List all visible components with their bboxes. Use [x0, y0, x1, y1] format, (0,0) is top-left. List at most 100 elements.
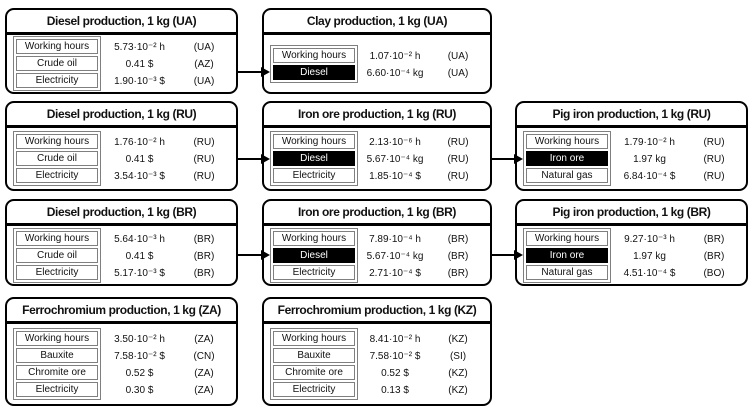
- input-flow-label: Working hours: [16, 134, 98, 149]
- flow-amount: 1.97 kg: [633, 154, 666, 165]
- process-box-title: Iron ore production, 1 kg (RU): [264, 103, 490, 128]
- input-flow-row: 7.58·10⁻² $(CN): [101, 348, 230, 365]
- process-box-pig-iron-ru[interactable]: Pig iron production, 1 kg (RU) Working h…: [515, 101, 748, 191]
- input-flow-label: Electricity: [16, 168, 98, 183]
- process-box-title: Diesel production, 1 kg (UA): [7, 10, 236, 35]
- flow-amount: 5.67·10⁻⁴ kg: [366, 154, 424, 165]
- process-box-title: Clay production, 1 kg (UA): [264, 10, 490, 35]
- flow-country-code: (UA): [193, 42, 215, 53]
- flow-country-code: (UA): [447, 67, 469, 79]
- input-flow-label: Working hours: [526, 230, 608, 246]
- input-flow-label: Working hours: [16, 331, 98, 346]
- flow-country-code: (UA): [193, 76, 215, 87]
- flow-country-code: (ZA): [194, 334, 214, 345]
- flow-arrow-diesel-ru-to-iron-ore-ru: [238, 153, 270, 165]
- process-box-title: Ferrochromium production, 1 kg (KZ): [264, 299, 490, 324]
- flow-country-code: (KZ): [448, 385, 468, 396]
- flow-amount: 9.27·10⁻³ h: [624, 233, 675, 245]
- input-flow-label-highlighted: Diesel: [273, 151, 355, 166]
- flow-country-code: (BR): [193, 250, 215, 262]
- input-flow-label-highlighted: Diesel: [273, 247, 355, 263]
- input-flow-row: 5.64·10⁻³ h(BR): [101, 231, 230, 248]
- process-box-iron-ore-ru[interactable]: Iron ore production, 1 kg (RU) Working h…: [262, 101, 492, 191]
- input-flow-row: 0.52 $(ZA): [101, 365, 230, 382]
- flow-amount: 5.64·10⁻³ h: [114, 233, 165, 245]
- input-flow-label: Electricity: [16, 73, 98, 88]
- flow-amount: 0.52 $: [125, 368, 154, 379]
- process-box-ferrochromium-kz[interactable]: Ferrochromium production, 1 kg (KZ) Work…: [262, 297, 492, 406]
- input-flow-label: Electricity: [273, 264, 355, 280]
- flow-amount: 4.51·10⁻⁴ $: [623, 267, 676, 279]
- input-flow-label: Chromite ore: [273, 365, 355, 380]
- flow-arrow-iron-ore-ru-to-pig-iron-ru: [492, 153, 523, 165]
- arrow-line: [492, 254, 514, 256]
- input-flow-label-highlighted: Diesel: [273, 64, 355, 80]
- flow-amount: 1.76·10⁻² h: [114, 137, 165, 148]
- input-flow-row: 1.90·10⁻³ $(UA): [101, 73, 230, 90]
- flow-amount: 1.07·10⁻² h: [369, 50, 421, 62]
- process-box-diesel-br[interactable]: Diesel production, 1 kg (BR) Working hou…: [5, 199, 238, 286]
- flow-arrow-diesel-br-to-iron-ore-br: [238, 249, 270, 261]
- flow-amount: 1.97 kg: [633, 250, 666, 262]
- input-flow-row: 0.41 $(AZ): [101, 56, 230, 73]
- flow-amount: 5.73·10⁻² h: [114, 42, 165, 53]
- flow-country-code: (RU): [447, 137, 469, 148]
- process-box-diesel-ua[interactable]: Diesel production, 1 kg (UA) Working hou…: [5, 8, 238, 94]
- input-flow-label: Working hours: [16, 39, 98, 54]
- flow-amount: 6.60·10⁻⁴ kg: [366, 67, 424, 79]
- flow-amount: 0.13 $: [381, 385, 409, 396]
- input-flow-label: Crude oil: [16, 247, 98, 263]
- process-box-diesel-ru[interactable]: Diesel production, 1 kg (RU) Working hou…: [5, 101, 238, 191]
- flow-amount: 0.41 $: [125, 154, 154, 165]
- input-flow-row: 3.50·10⁻² h(ZA): [101, 331, 230, 348]
- process-box-iron-ore-br[interactable]: Iron ore production, 1 kg (BR) Working h…: [262, 199, 492, 286]
- arrow-head-icon: [514, 154, 523, 164]
- flow-country-code: (RU): [447, 171, 469, 182]
- flow-amount: 3.54·10⁻³ $: [114, 171, 165, 182]
- input-flow-row: 5.67·10⁻⁴ kg(RU): [358, 151, 484, 168]
- input-flow-row: 5.17·10⁻³ $(BR): [101, 265, 230, 282]
- value-column: 1.07·10⁻² h(UA)6.60·10⁻⁴ kg(UA): [358, 45, 484, 82]
- input-flow-label: Natural gas: [526, 168, 608, 183]
- flow-amount: 0.52 $: [381, 368, 409, 379]
- value-column: 8.41·10⁻² h(KZ)7.58·10⁻² $(SI)0.52 $(KZ)…: [358, 328, 484, 399]
- input-flow-label: Electricity: [273, 382, 355, 397]
- input-flow-label: Working hours: [273, 331, 355, 346]
- flow-country-code: (BR): [703, 233, 725, 245]
- flow-amount: 6.84·10⁻⁴ $: [623, 171, 676, 182]
- input-flow-label: Working hours: [273, 230, 355, 246]
- flow-amount: 5.67·10⁻⁴ kg: [366, 250, 424, 262]
- value-column: 5.73·10⁻² h (UA) 0.41 $(AZ)1.90·10⁻³ $(UA): [101, 36, 230, 90]
- arrow-line: [238, 71, 261, 73]
- flow-amount: 5.17·10⁻³ $: [114, 267, 165, 279]
- process-box-clay-ua[interactable]: Clay production, 1 kg (UA) Working hours…: [262, 8, 492, 94]
- input-flow-label: Crude oil: [16, 151, 98, 166]
- flow-country-code: (RU): [703, 137, 725, 148]
- flow-amount: 0.41 $: [125, 250, 154, 262]
- input-flow-row: 1.76·10⁻² h(RU): [101, 134, 230, 151]
- flow-amount: 2.13·10⁻⁶ h: [369, 137, 421, 148]
- input-flow-label: Electricity: [273, 168, 355, 183]
- process-box-pig-iron-br[interactable]: Pig iron production, 1 kg (BR) Working h…: [515, 199, 748, 286]
- input-flow-row: 4.51·10⁻⁴ $(BO): [611, 265, 740, 282]
- value-column: 2.13·10⁻⁶ h(RU)5.67·10⁻⁴ kg(RU)1.85·10⁻⁴…: [358, 131, 484, 185]
- input-flow-row: 3.54·10⁻³ $(RU): [101, 168, 230, 185]
- arrow-head-icon: [261, 67, 270, 77]
- input-flow-row: 1.79·10⁻² h(RU): [611, 134, 740, 151]
- process-box-ferrochromium-za[interactable]: Ferrochromium production, 1 kg (ZA) Work…: [5, 297, 238, 406]
- value-column: 9.27·10⁻³ h(BR)1.97 kg(BR)4.51·10⁻⁴ $(BO…: [611, 228, 740, 282]
- arrow-head-icon: [514, 250, 523, 260]
- input-flow-label: Chromite ore: [16, 365, 98, 380]
